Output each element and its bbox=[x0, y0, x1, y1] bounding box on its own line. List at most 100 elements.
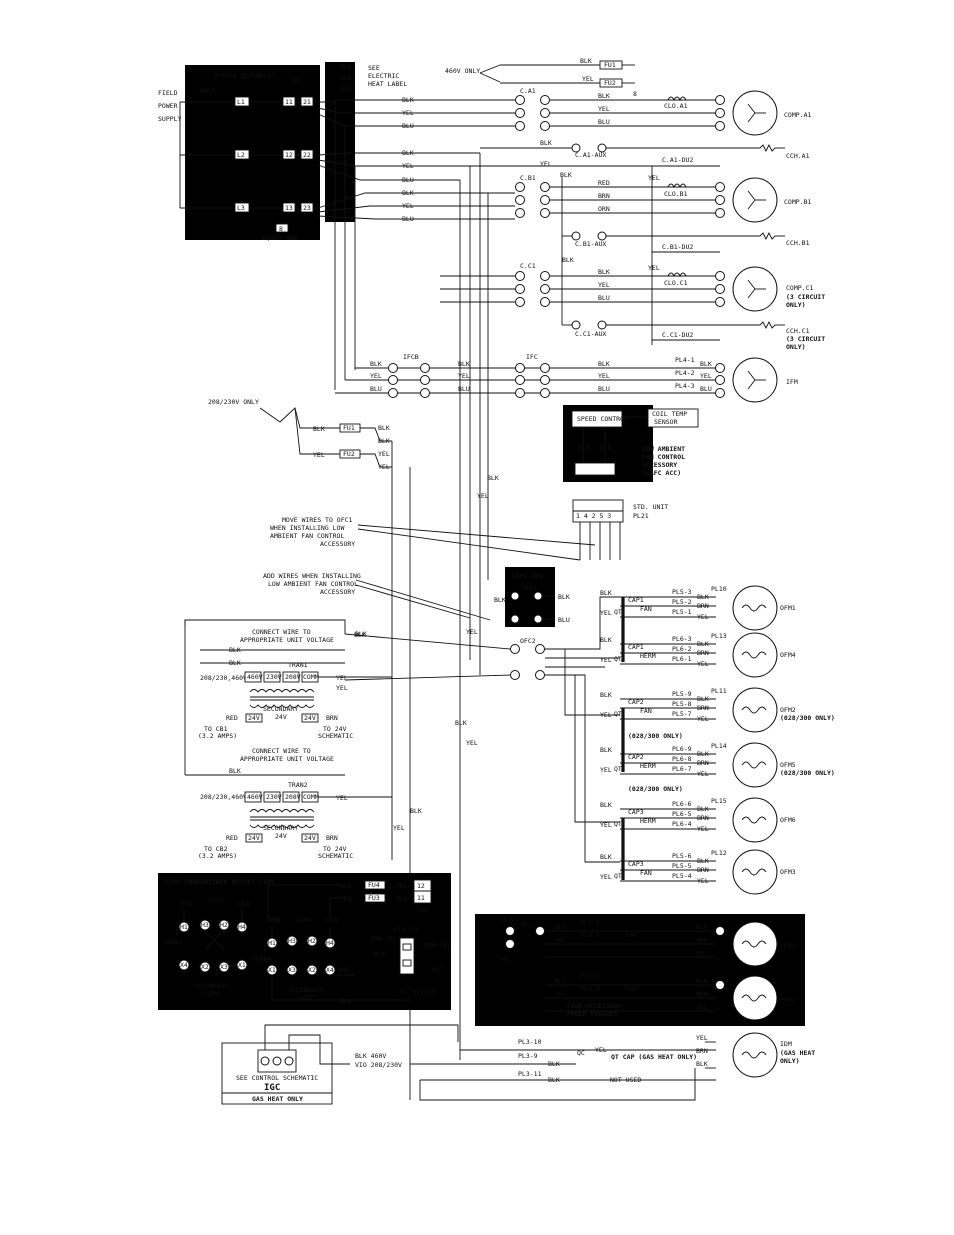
fiop-h1-r: H1 bbox=[268, 939, 276, 947]
ifm-blu-2: BLU bbox=[458, 385, 470, 393]
ofm3-cap: CAP3 bbox=[628, 860, 644, 868]
idm-not-used: NOT USED bbox=[610, 1076, 641, 1084]
ofm6-pl: PL15 bbox=[711, 797, 727, 805]
ofc2-label: OFC2 bbox=[520, 637, 536, 645]
pem2-blk: BLK bbox=[555, 977, 567, 985]
move-wires-1: MOVE WIRES TO OFC1 bbox=[282, 516, 353, 524]
comp-c1-label: COMP.C1 bbox=[786, 284, 813, 292]
fiop-240v: 240V bbox=[296, 916, 312, 924]
tran1-yel-1: YEL bbox=[336, 674, 348, 682]
hacr-box bbox=[192, 85, 227, 215]
ca1-blu: BLU bbox=[598, 118, 610, 126]
option-dependent-label: OPTION DEPENDENT bbox=[213, 72, 276, 80]
ofm6-yel-in: YEL bbox=[600, 821, 612, 829]
ofm5-yel-out: YEL bbox=[697, 770, 709, 778]
idm-blk-2: BLK bbox=[548, 1076, 560, 1084]
pem2-label: PEM2 bbox=[780, 996, 796, 1004]
ca1-du-label: C.A1-DU2 bbox=[662, 156, 693, 164]
eh-blk: BLK bbox=[340, 63, 352, 71]
tb1-label: TB1 bbox=[290, 76, 302, 84]
cc1-aux-label: C.C1-AUX bbox=[575, 330, 606, 338]
ofc1-blu: BLU bbox=[558, 616, 570, 624]
tran2-blk: BLK bbox=[229, 767, 241, 775]
ofm5-pl: PL14 bbox=[711, 742, 727, 750]
ifm-blu-3: BLU bbox=[598, 385, 610, 393]
to-cb2: TO CB2 bbox=[204, 845, 228, 853]
tb1-11 bbox=[282, 96, 296, 107]
ofm2-plug-2: PL5-7 bbox=[672, 710, 692, 718]
tb1-22 bbox=[300, 149, 314, 160]
tran1-top-blk: BLK bbox=[355, 630, 367, 638]
fiop-blk-bottom: BLK bbox=[340, 997, 352, 1005]
ofm6-plug-0: PL6-6 bbox=[672, 800, 692, 808]
tran2-24v: 24V bbox=[275, 832, 287, 840]
ofm3-yel-out: YEL bbox=[697, 877, 709, 885]
gfi-outlet[interactable] bbox=[399, 937, 415, 975]
cc1-yel-v: YEL bbox=[648, 264, 660, 272]
ofm2-note: (028/300 ONLY) bbox=[780, 714, 835, 722]
cch-a1-yel: YEL bbox=[540, 160, 552, 168]
to-24v-1: TO 24V bbox=[323, 725, 347, 733]
cch-c1-label: CCH.C1 bbox=[786, 327, 810, 335]
ofm3-plug-1: PL5-5 bbox=[672, 862, 692, 870]
fu3-blk: BLK bbox=[396, 895, 408, 903]
pem1-motor bbox=[732, 921, 778, 967]
ofm1-blk-out: BLK bbox=[697, 593, 709, 601]
fu-ground-mark: 8 bbox=[633, 90, 637, 98]
ofm4-sub: HERM bbox=[640, 652, 656, 660]
fiop-secondary-r: SECONDARY bbox=[288, 986, 323, 994]
equip-gnd-term bbox=[275, 223, 289, 233]
fiop-460v: 460V bbox=[208, 896, 224, 904]
ofm2-sub: FAN bbox=[640, 707, 652, 715]
ofm1-plug-0: PL5-3 bbox=[672, 588, 692, 596]
ofm5-plug-2: PL6-7 bbox=[672, 765, 692, 773]
ofc2-yel-in: YEL bbox=[466, 628, 478, 636]
equip-gnd-label: EQUIP GND bbox=[262, 234, 297, 242]
ofm4-plug-0: PL6-3 bbox=[672, 635, 692, 643]
l2-label: L2 bbox=[237, 151, 245, 159]
lafc-title-2: FAN CONTROL bbox=[642, 453, 685, 461]
tran2-voltages: 208/230,460V bbox=[200, 793, 247, 801]
fu3 bbox=[364, 893, 386, 903]
tran2-24v-left: 24V bbox=[248, 834, 260, 842]
fiop-tran4-right: TRAN4 bbox=[252, 955, 272, 963]
ofm3-plug-0: PL5-6 bbox=[672, 852, 692, 860]
fiop-wht-1: WHT bbox=[338, 966, 350, 974]
hacr-label: HACR bbox=[200, 87, 216, 95]
outdoor-fan-motors: BLKYELCAP1FANQTPL5-3PL5-2PL5-1PL10BLKBRN… bbox=[600, 585, 835, 895]
l3-term bbox=[234, 202, 250, 213]
ofm2-brn-out: BRN bbox=[697, 704, 709, 712]
fiop-x2-l: X2 bbox=[201, 963, 209, 971]
ofm6-cap: CAP3 bbox=[628, 808, 644, 816]
pl9-3: PL9-3 bbox=[580, 972, 600, 980]
ofm3-brn-out: BRN bbox=[697, 866, 709, 874]
ofm4-yel-in: YEL bbox=[600, 656, 612, 664]
ofm4-plug-1: PL6-2 bbox=[672, 645, 692, 653]
compressor-b1: C.B1 RED BRN ORN CLO.B1 YEL BLK COMP.B1 … bbox=[515, 166, 811, 345]
cb1-du-label: C.B1-DU2 bbox=[662, 243, 693, 251]
connect-wire-1a: CONNECT WIRE TO bbox=[252, 628, 311, 636]
ofm5-plug-0: PL6-9 bbox=[672, 745, 692, 753]
move-wires-3: AMBIENT FAN CONTROL bbox=[270, 532, 344, 540]
l2-term bbox=[234, 149, 250, 160]
ifm-blk-3: BLK bbox=[598, 360, 610, 368]
ofm5-note: (028/300 ONLY) bbox=[780, 769, 835, 777]
fu-out-blk-1: BLK bbox=[378, 424, 390, 432]
pe-title-1: FIOP/ACCESSORY bbox=[567, 1002, 622, 1010]
ifm-blu-1: BLU bbox=[370, 385, 382, 393]
ofc1-blk: BLK bbox=[558, 593, 570, 601]
ofm2-blk-in: BLK bbox=[600, 691, 612, 699]
electric-heat-box bbox=[325, 62, 355, 222]
pl3-10: PL3-10 bbox=[518, 1038, 542, 1046]
schematic-2: SCHEMATIC bbox=[318, 852, 353, 860]
ofm4-yel-out: YEL bbox=[697, 660, 709, 668]
cch-c1-note-1: (3 CIRCUIT bbox=[786, 335, 825, 343]
ofm3-yel-in: YEL bbox=[600, 873, 612, 881]
indoor-fan-motor: IFCB IFC BLK YEL BLU BLK YEL BLU BLK YEL… bbox=[335, 353, 798, 403]
connect-wire-2b: APPROPRIATE UNIT VOLTAGE bbox=[240, 755, 334, 763]
supply-label: SUPPLY bbox=[158, 115, 182, 123]
fiop-x1-r: X1 bbox=[268, 966, 276, 974]
pec1-label: PEC1 bbox=[520, 921, 536, 929]
move-wires-4: ACCESSORY bbox=[320, 540, 355, 548]
